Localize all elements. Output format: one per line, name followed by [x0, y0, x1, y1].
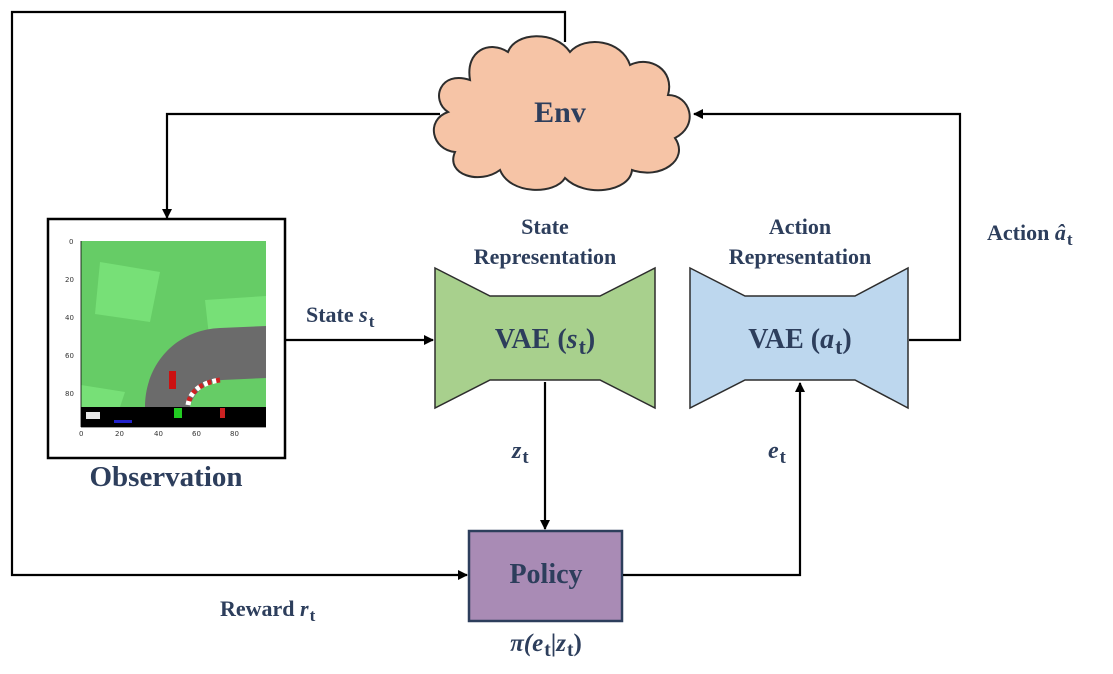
x-tick: 60	[192, 430, 201, 438]
state-title-line2: Representation	[473, 244, 617, 269]
y-tick: 40	[65, 314, 74, 322]
state-title-line1: State	[521, 214, 569, 239]
policy-label: Policy	[509, 559, 583, 590]
arrow-env-to-observation	[162, 112, 440, 219]
arrow-action-vae-to-env	[693, 109, 962, 342]
x-tick: 80	[230, 430, 239, 438]
env-cloud	[432, 35, 691, 192]
edge-label-reward: Reward rt	[220, 596, 316, 625]
y-tick: 20	[65, 276, 74, 284]
state-vae-label: VAE (st)	[494, 324, 596, 360]
env-label: Env	[534, 96, 586, 129]
arrow-env-reward-to-policy	[10, 10, 567, 580]
speed-bar	[114, 420, 132, 423]
action-vae-label: VAE (at)	[748, 324, 852, 360]
y-tick: 80	[65, 390, 74, 398]
steer-bar	[174, 408, 182, 418]
x-tick: 0	[79, 430, 84, 438]
state-vae-shape	[434, 266, 656, 410]
grass-tile	[95, 262, 160, 322]
edge-label-z: zt	[512, 438, 529, 469]
status-bar	[81, 407, 266, 427]
action-title-line2: Representation	[728, 244, 872, 269]
action-representation-title: Action Representation	[729, 212, 872, 272]
y-tick: 60	[65, 352, 74, 360]
brake-bar	[220, 408, 225, 418]
edge-label-e: et	[768, 438, 786, 469]
observation-label: Observation	[89, 461, 243, 493]
grass-tile	[81, 385, 125, 407]
x-tick: 40	[154, 430, 163, 438]
edge-label-state: State st	[306, 302, 375, 331]
edge-label-action: Action ât	[987, 220, 1073, 249]
policy-box	[467, 529, 624, 623]
action-title-line1: Action	[768, 214, 832, 239]
action-vae-shape	[689, 266, 909, 410]
observation-frame	[46, 217, 287, 460]
car-icon	[169, 371, 176, 389]
road-curb	[185, 377, 221, 406]
x-tick: 20	[115, 430, 124, 438]
policy-formula: π(et|zt)	[510, 630, 582, 662]
y-tick: 0	[69, 238, 74, 246]
arrow-policy-to-action-vae	[623, 382, 805, 577]
state-representation-title: State Representation	[474, 212, 617, 272]
